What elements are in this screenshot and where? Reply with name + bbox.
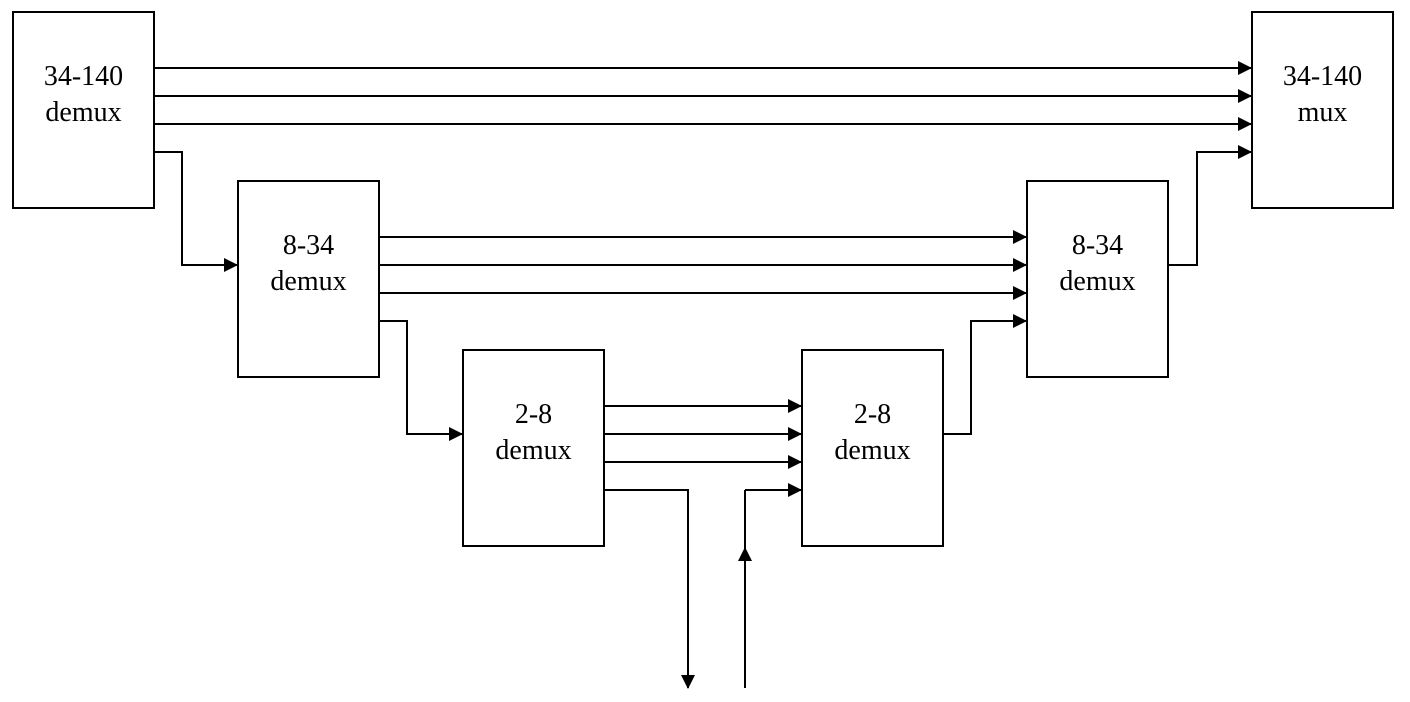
block-34-140-demux xyxy=(12,11,155,209)
drop-output-link xyxy=(604,489,695,689)
label-8-34-demux-left-line1: 8-34 xyxy=(282,230,335,261)
label-34-140-demux-line2: demux xyxy=(45,97,122,128)
block-8-34-demux-right xyxy=(1026,180,1169,378)
label-34-140-mux-line1: 34-140 xyxy=(1282,61,1363,92)
label-2-8-demux-right: 2-8 demux xyxy=(802,378,943,488)
label-34-140-mux: 34-140 mux xyxy=(1252,40,1393,150)
label-8-34-demux-right: 8-34 demux xyxy=(1027,209,1168,319)
label-2-8-demux-right-line1: 2-8 xyxy=(853,399,892,430)
label-2-8-demux-left-line1: 2-8 xyxy=(514,399,553,430)
label-8-34-demux-right-line2: demux xyxy=(1059,266,1136,297)
label-34-140-demux-line1: 34-140 xyxy=(43,61,124,92)
label-2-8-demux-left-line2: demux xyxy=(495,435,572,466)
link-bottom-right-to-middle xyxy=(943,314,1027,435)
link-top-to-middle-left xyxy=(154,151,238,272)
link-middle-to-bottom-left xyxy=(379,320,463,441)
label-34-140-demux: 34-140 demux xyxy=(13,40,154,150)
label-2-8-demux-right-line2: demux xyxy=(834,435,911,466)
block-8-34-demux-left xyxy=(237,180,380,378)
label-8-34-demux-left-line2: demux xyxy=(270,266,347,297)
label-8-34-demux-left: 8-34 demux xyxy=(238,209,379,319)
block-2-8-demux-left xyxy=(462,349,605,547)
block-34-140-mux xyxy=(1251,11,1394,209)
link-middle-right-to-top xyxy=(1168,145,1252,266)
label-2-8-demux-left: 2-8 demux xyxy=(463,378,604,488)
label-8-34-demux-right-line1: 8-34 xyxy=(1071,230,1124,261)
label-34-140-mux-line2: mux xyxy=(1297,97,1348,128)
block-2-8-demux-right xyxy=(801,349,944,547)
